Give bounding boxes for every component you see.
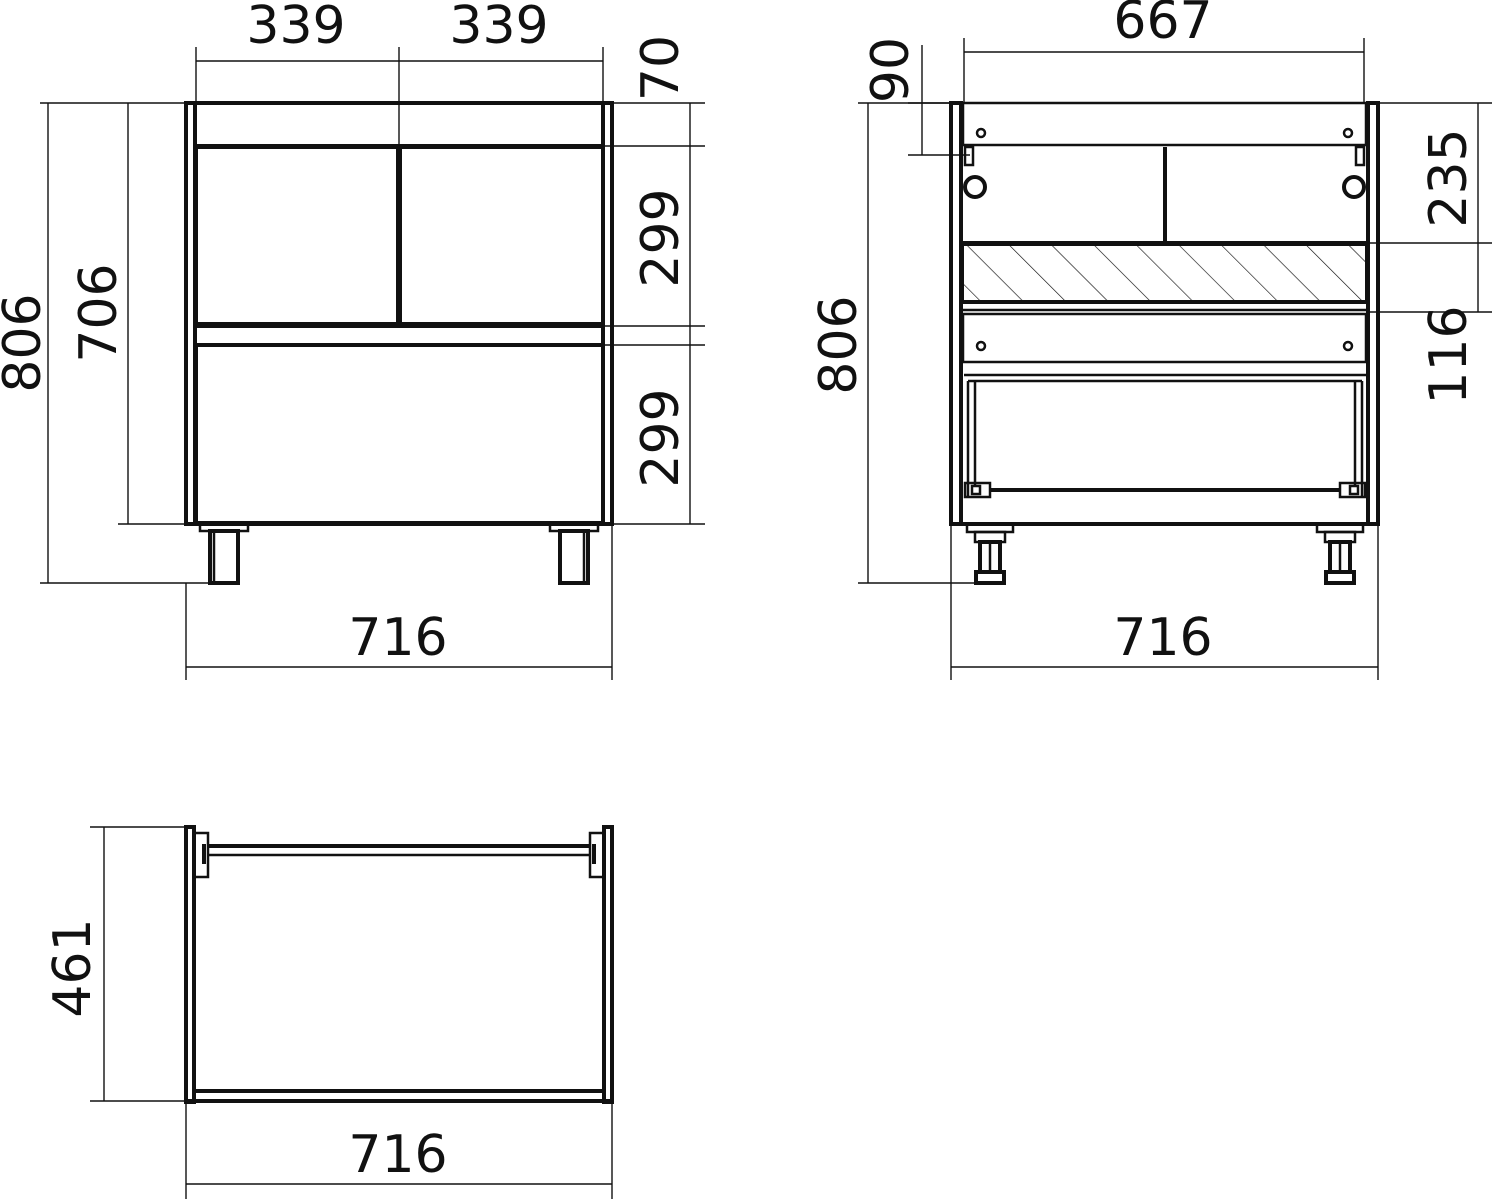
front-upper-left-door [194,145,400,326]
back-screw [975,340,987,352]
back-dim-hatched-section: 116 [1419,305,1479,404]
back-right-side-panel [1366,101,1380,526]
back-right-leg [1315,522,1365,585]
back-screw [1342,127,1354,139]
front-lower-drawer [194,343,605,525]
front-dim-upper-drawer: 299 [631,188,691,287]
back-left-side-panel [949,101,963,526]
back-dim-upper-section: 235 [1419,128,1479,227]
front-dim-body-height: 706 [69,263,129,362]
back-hatched-section [962,244,1367,302]
back-screw [975,127,987,139]
front-right-leg [548,522,600,585]
front-dim-total-height: 806 [0,293,53,392]
front-dim-top-right: 339 [449,0,548,56]
back-round-hole [1342,175,1366,199]
top-dim-total-width: 716 [348,1125,447,1185]
top-dim-depth: 461 [43,918,103,1017]
back-screw [1342,340,1354,352]
back-dim-inner-width: 667 [1113,0,1212,51]
back-top-rail [961,101,1368,147]
front-dim-lower-drawer: 299 [631,388,691,487]
front-view: 339 339 806 706 70 299 299 716 [0,0,705,680]
back-dim-total-height: 806 [809,295,869,394]
front-left-side-panel [184,101,197,526]
back-round-hole [963,175,987,199]
front-upper-right-door [398,145,605,326]
back-middle-rail [961,312,1368,364]
back-view: 667 90 806 235 116 716 [809,0,1492,680]
back-drawer-box [963,373,1367,499]
front-dim-top-rail: 70 [631,35,691,101]
front-dim-top-left: 339 [246,0,345,56]
back-left-leg [965,522,1015,585]
top-view: 461 716 [43,825,614,1199]
back-dim-total-width: 716 [1113,608,1212,668]
back-dim-top-offset: 90 [861,37,921,103]
front-dim-total-width: 716 [348,608,447,668]
front-left-leg [198,522,250,585]
